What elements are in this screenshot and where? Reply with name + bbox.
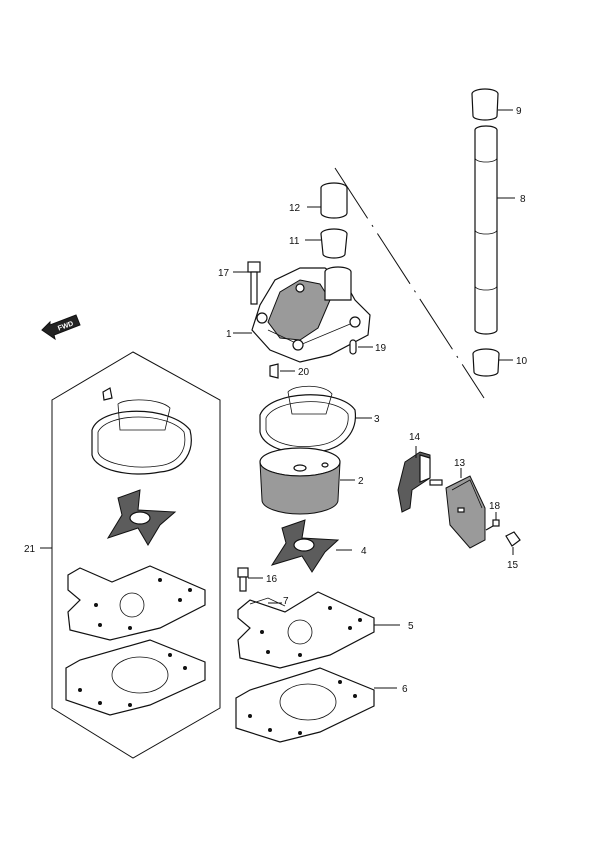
- kit-plate: [67, 565, 206, 641]
- callout-16: 16: [266, 574, 278, 585]
- part-15-clip: [505, 531, 521, 555]
- part-20-key: [269, 363, 295, 379]
- part-9-grommet: [471, 88, 513, 121]
- callout-19: 19: [375, 343, 387, 354]
- part-6-gasket: [235, 667, 397, 743]
- callout-1: 1: [226, 329, 232, 340]
- part-7-gasket-small: [249, 597, 286, 607]
- part-14-bracket: [397, 446, 443, 513]
- callout-14: 14: [409, 432, 421, 443]
- callout-5: 5: [408, 621, 414, 632]
- part-11-grommet: [305, 228, 348, 259]
- callout-8: 8: [520, 194, 526, 205]
- callout-4: 4: [361, 546, 367, 557]
- callout-13: 13: [454, 458, 466, 469]
- part-5-plate: [237, 591, 400, 669]
- callout-17: 17: [218, 268, 230, 279]
- part-12-sleeve: [307, 182, 348, 219]
- callout-7: 7: [283, 596, 289, 607]
- part-1-pump-case: [233, 266, 371, 363]
- kit-gasket: [65, 639, 206, 716]
- callout-10: 10: [516, 356, 528, 367]
- callout-3: 3: [374, 414, 380, 425]
- part-18-screw: [485, 512, 500, 531]
- callout-12: 12: [289, 203, 301, 214]
- kit-gasket-ring: [91, 387, 192, 475]
- callout-6: 6: [402, 684, 408, 695]
- callout-20: 20: [298, 367, 310, 378]
- kit-box-outline: [51, 351, 221, 759]
- part-19-pin: [349, 339, 373, 355]
- alignment-line: [334, 167, 485, 399]
- kit-impeller: [106, 489, 177, 546]
- part-4-impeller: [270, 519, 352, 573]
- callout-2: 2: [358, 476, 364, 487]
- part-13-cover-plate: [445, 468, 486, 549]
- callout-18: 18: [489, 501, 501, 512]
- fwd-arrow-icon: FWD: [41, 314, 81, 341]
- callout-21: 21: [24, 544, 36, 555]
- callout-9: 9: [516, 106, 522, 117]
- part-17-bolt: [233, 261, 261, 305]
- part-10-grommet: [472, 348, 513, 377]
- callout-15: 15: [507, 560, 519, 571]
- part-8-water-tube: [474, 125, 515, 335]
- part-16-bolt: [237, 567, 263, 592]
- part-3-gasket: [259, 385, 372, 454]
- part-2-liner: [259, 447, 355, 515]
- callout-11: 11: [289, 236, 300, 247]
